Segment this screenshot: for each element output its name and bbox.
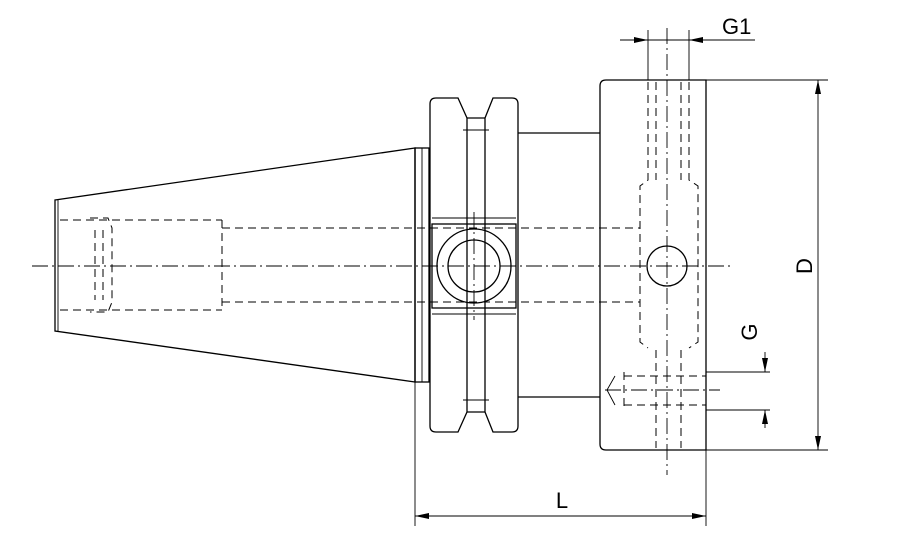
label-g: G — [737, 323, 762, 340]
flange — [429, 97, 519, 433]
dimension-g: G — [737, 323, 768, 428]
bore-hidden-vertical — [639, 82, 699, 448]
neck — [518, 132, 600, 398]
clamp-screw-hidden — [605, 371, 770, 411]
dimension-g1: G1 — [620, 14, 755, 80]
shank-bore-hidden — [60, 217, 640, 313]
dimension-l: L — [415, 450, 707, 526]
taper-shank — [54, 147, 430, 526]
center-lines — [32, 28, 730, 475]
dimension-d: D — [706, 79, 828, 451]
label-g1: G1 — [722, 14, 751, 39]
label-l: L — [556, 488, 568, 513]
label-d: D — [792, 258, 817, 274]
holder-body — [599, 79, 707, 451]
